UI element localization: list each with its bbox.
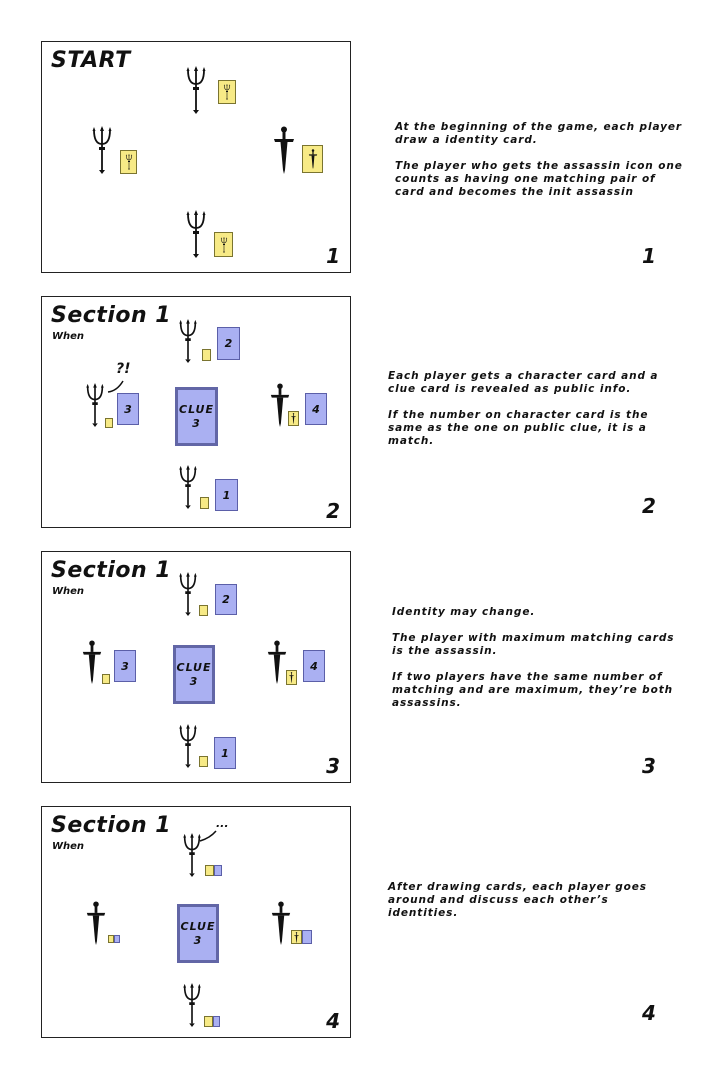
identity-card bbox=[204, 1016, 213, 1027]
trident-icon bbox=[219, 237, 229, 253]
trident-icon bbox=[184, 66, 208, 114]
identity-card bbox=[102, 674, 110, 684]
dagger-icon bbox=[290, 413, 297, 424]
character-card: 4 bbox=[305, 393, 327, 425]
step-description-3: Identity may change. The player with max… bbox=[392, 606, 682, 723]
dagger-icon bbox=[288, 672, 295, 683]
dagger-icon bbox=[80, 640, 104, 684]
character-card: 1 bbox=[214, 737, 236, 769]
character-card: 3 bbox=[114, 650, 136, 682]
speech-line-icon bbox=[107, 380, 124, 393]
trident-icon bbox=[176, 319, 200, 363]
description-paragraph: The player with maximum matching cards i… bbox=[392, 632, 675, 657]
trident-icon bbox=[176, 465, 200, 509]
identity-card bbox=[120, 150, 137, 174]
identity-card bbox=[302, 145, 323, 173]
identity-card bbox=[199, 756, 208, 767]
panel-number: 1 bbox=[326, 244, 340, 268]
description-paragraph: At the beginning of the game, each playe… bbox=[395, 121, 682, 146]
identity-card bbox=[202, 349, 211, 361]
identity-card bbox=[286, 670, 297, 685]
panel-number: 2 bbox=[326, 499, 340, 523]
clue-label: CLUE bbox=[179, 402, 214, 416]
dagger-icon bbox=[307, 149, 319, 169]
trident-icon bbox=[222, 84, 232, 100]
trident-icon bbox=[90, 126, 114, 174]
trident-icon bbox=[184, 210, 208, 258]
description-paragraph: The player who gets the assassin icon on… bbox=[395, 160, 683, 198]
dagger-icon bbox=[84, 901, 108, 945]
panel-subtitle: When bbox=[52, 331, 85, 342]
identity-card bbox=[200, 497, 209, 509]
description-paragraph: After drawing cards, each player goes ar… bbox=[388, 881, 647, 919]
clue-label: CLUE bbox=[180, 919, 216, 933]
identity-card bbox=[218, 80, 236, 104]
speech-line-icon bbox=[199, 830, 217, 842]
character-card: 4 bbox=[303, 650, 325, 682]
clue-value: 3 bbox=[192, 416, 201, 430]
description-paragraph: If the number on character card is the s… bbox=[388, 409, 649, 447]
dagger-icon bbox=[293, 932, 300, 943]
dagger-icon bbox=[272, 126, 296, 174]
identity-card bbox=[199, 605, 208, 616]
step-number: 3 bbox=[642, 754, 656, 778]
character-card bbox=[302, 930, 312, 944]
trident-icon bbox=[176, 572, 200, 616]
panel-1: START 1 bbox=[41, 41, 351, 273]
identity-card bbox=[288, 411, 299, 426]
step-number: 2 bbox=[642, 494, 656, 518]
panel-title: Section 1 bbox=[51, 813, 172, 838]
description-paragraph: Each player gets a character card and a … bbox=[388, 370, 659, 395]
clue-card: CLUE 3 bbox=[177, 904, 219, 963]
identity-card bbox=[105, 418, 113, 428]
clue-card: CLUE 3 bbox=[173, 645, 215, 704]
clue-value: 3 bbox=[189, 674, 199, 688]
speech-bubble: ... bbox=[216, 817, 229, 830]
trident-icon bbox=[176, 724, 200, 768]
step-number: 1 bbox=[642, 244, 656, 268]
panel-title: Section 1 bbox=[51, 303, 172, 328]
character-card: 3 bbox=[117, 393, 139, 425]
character-card: 1 bbox=[215, 479, 238, 511]
trident-icon bbox=[83, 383, 107, 427]
clue-card: CLUE 3 bbox=[175, 387, 218, 446]
trident-icon bbox=[180, 983, 204, 1027]
step-number: 4 bbox=[642, 1001, 656, 1025]
panel-2: Section 1 When 2 ?! 3 CLUE 3 4 1 2 bbox=[41, 296, 351, 528]
panel-title: START bbox=[51, 48, 131, 73]
step-description-2: Each player gets a character card and a … bbox=[388, 370, 678, 461]
panel-4: Section 1 When ... CLUE 3 4 bbox=[41, 806, 351, 1038]
panel-number: 4 bbox=[326, 1009, 340, 1033]
character-card: 2 bbox=[217, 327, 240, 360]
panel-number: 3 bbox=[326, 754, 340, 778]
trident-icon bbox=[124, 154, 134, 170]
identity-card bbox=[214, 232, 233, 257]
panel-3: Section 1 When 2 3 CLUE 3 4 1 3 bbox=[41, 551, 351, 783]
character-card bbox=[114, 935, 120, 943]
description-paragraph: If two players have the same number of m… bbox=[392, 671, 673, 709]
panel-subtitle: When bbox=[52, 841, 85, 852]
dagger-icon bbox=[269, 901, 293, 945]
speech-bubble: ?! bbox=[116, 361, 131, 377]
step-description-1: At the beginning of the game, each playe… bbox=[395, 121, 685, 212]
character-card bbox=[214, 865, 222, 876]
identity-card bbox=[205, 865, 214, 876]
clue-value: 3 bbox=[193, 933, 203, 947]
description-paragraph: Identity may change. bbox=[392, 606, 536, 618]
identity-card bbox=[108, 935, 114, 943]
step-description-4: After drawing cards, each player goes ar… bbox=[388, 881, 678, 933]
panel-title: Section 1 bbox=[51, 558, 172, 583]
identity-card bbox=[291, 930, 302, 944]
character-card: 2 bbox=[215, 584, 237, 615]
character-card bbox=[213, 1016, 220, 1027]
panel-subtitle: When bbox=[52, 586, 85, 597]
clue-label: CLUE bbox=[176, 660, 212, 674]
